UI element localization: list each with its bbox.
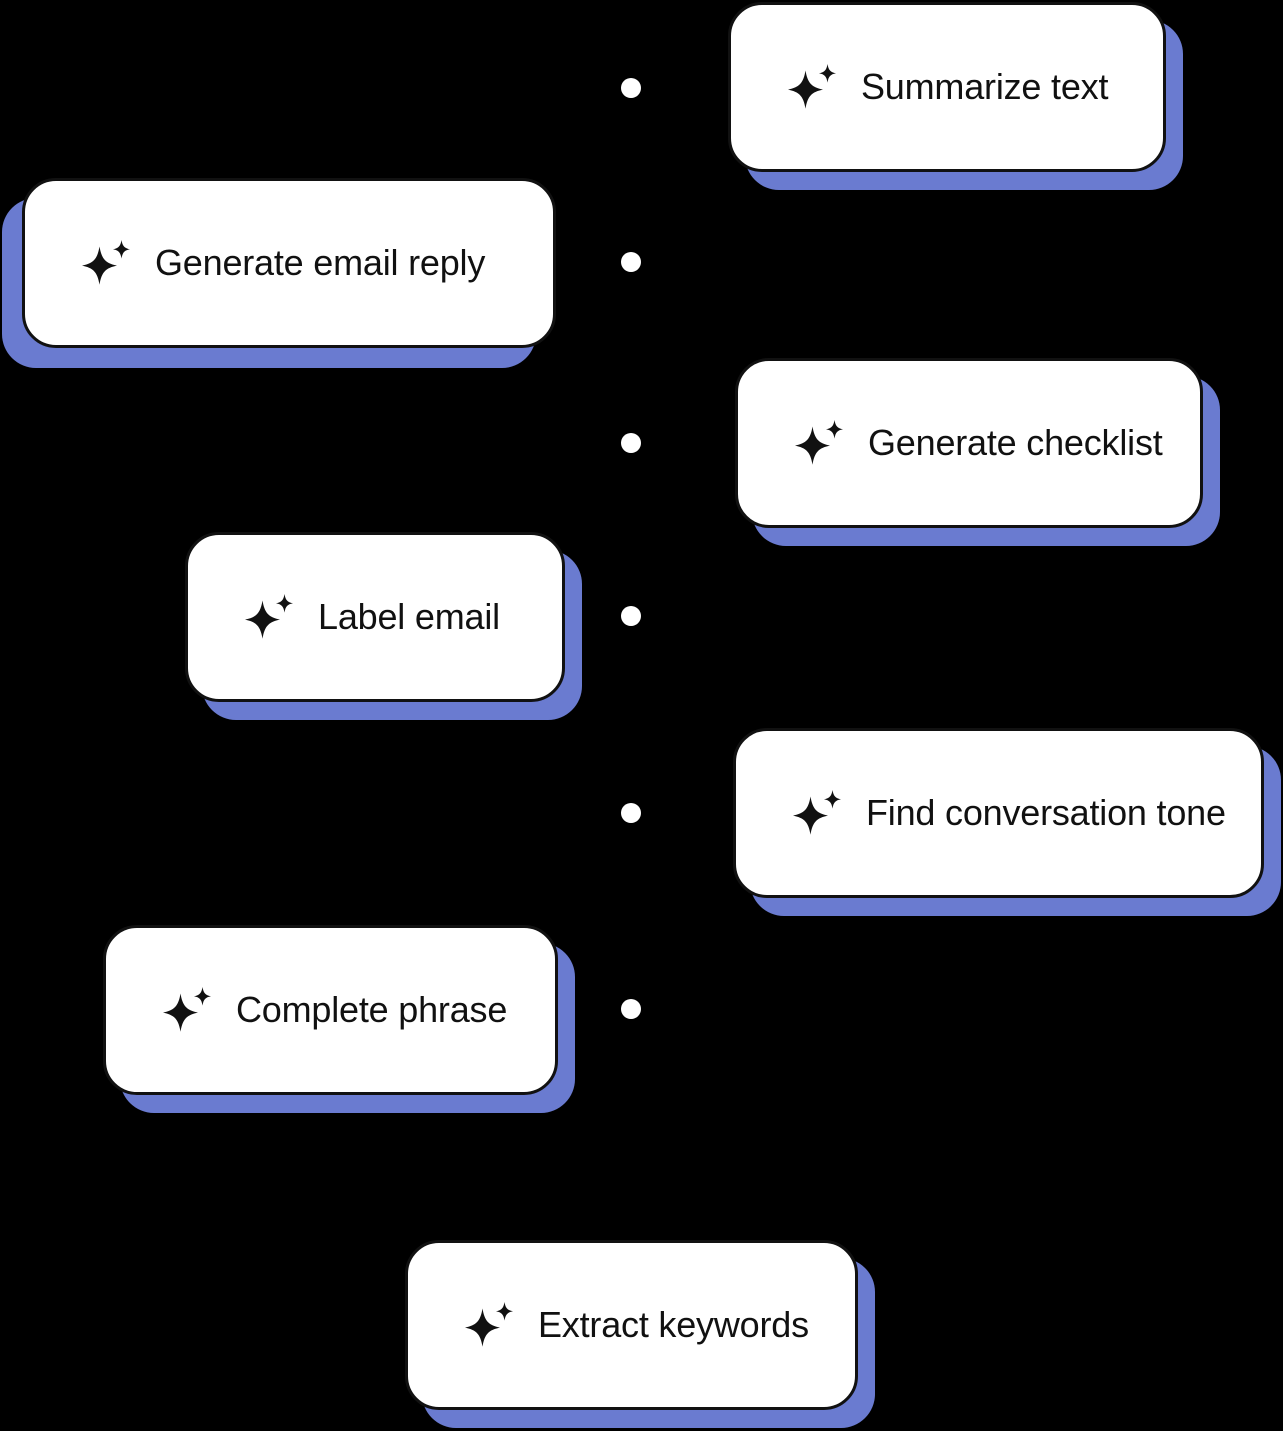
- chip-label-label-email: Label email: [318, 596, 500, 637]
- chip-label-generate-email-reply: Generate email reply: [155, 242, 486, 283]
- chip-generate-email-reply[interactable]: Generate email reply: [22, 178, 556, 348]
- bullet-dot: [621, 78, 641, 98]
- chip-find-conversation-tone[interactable]: Find conversation tone: [733, 728, 1264, 898]
- sparkle-icon: [245, 594, 293, 639]
- bullet-dot: [621, 803, 641, 823]
- bullet-dot: [621, 433, 641, 453]
- chip-complete-phrase[interactable]: Complete phrase: [103, 925, 558, 1095]
- chip-label-generate-checklist: Generate checklist: [868, 422, 1163, 463]
- chip-label-complete-phrase: Complete phrase: [236, 989, 508, 1030]
- chip-label-extract-keywords: Extract keywords: [538, 1304, 809, 1345]
- sparkle-icon: [793, 790, 841, 835]
- sparkle-icon: [795, 420, 843, 465]
- bullet-dot: [621, 252, 641, 272]
- chip-summarize-text[interactable]: Summarize text: [728, 2, 1166, 172]
- chip-extract-keywords[interactable]: Extract keywords: [405, 1240, 858, 1410]
- bullet-dot: [621, 606, 641, 626]
- sparkle-icon: [163, 987, 211, 1032]
- chip-generate-checklist[interactable]: Generate checklist: [735, 358, 1203, 528]
- chip-label-summarize-text: Summarize text: [861, 66, 1109, 107]
- sparkle-icon: [82, 240, 130, 285]
- chip-label-email[interactable]: Label email: [185, 532, 565, 702]
- sparkle-icon: [465, 1302, 513, 1347]
- sparkle-icon: [788, 64, 836, 109]
- chip-label-find-conversation-tone: Find conversation tone: [866, 792, 1226, 833]
- bullet-dot: [621, 999, 641, 1019]
